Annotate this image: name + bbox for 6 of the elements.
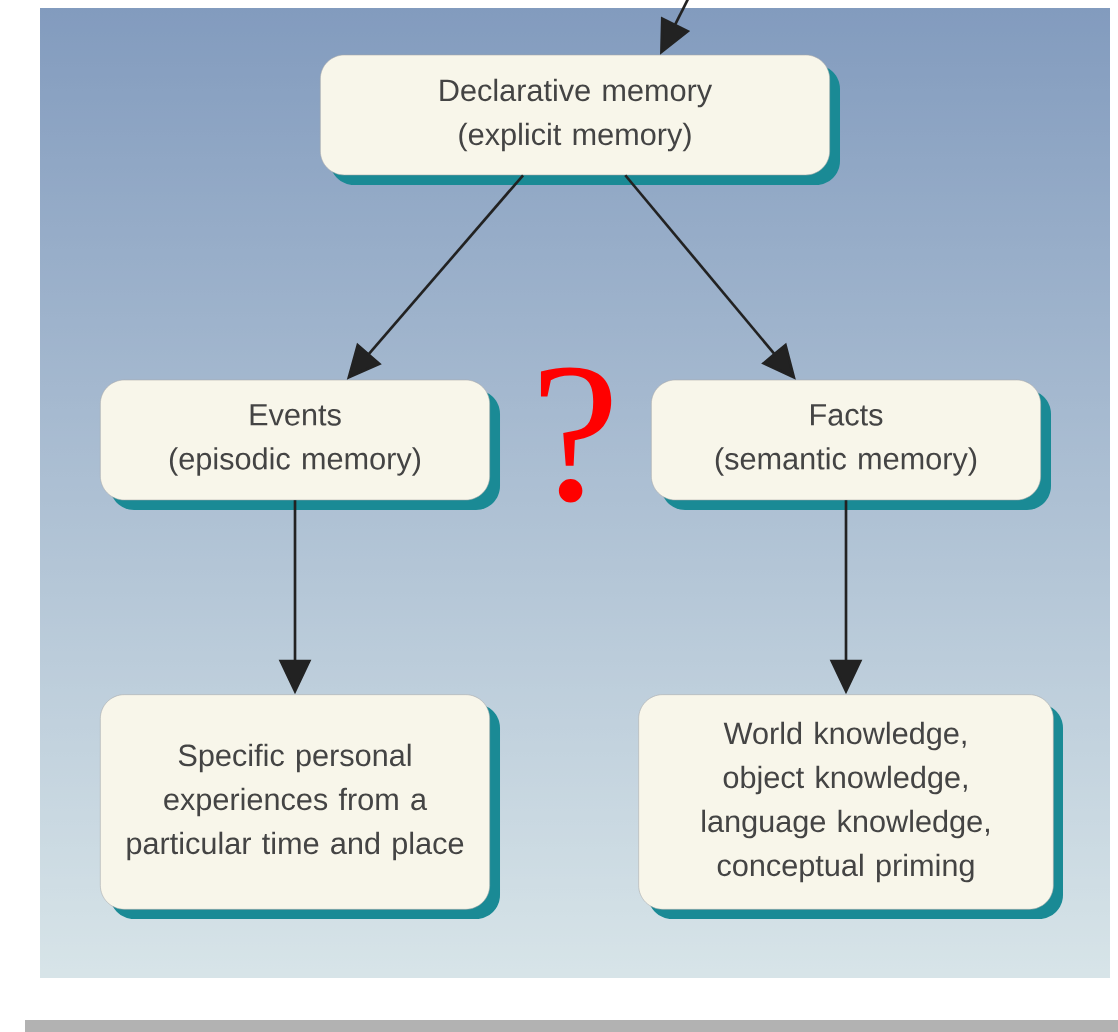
memory-box: Facts (semantic memory) (651, 379, 1051, 510)
memory-box: Events (episodic memory) (100, 379, 500, 510)
memory-box: Specific personal experiences from a particular time and place (100, 694, 500, 919)
memory-box: World knowledge, object knowledge, language knowledge, conceptual priming (638, 694, 1063, 919)
question-mark: ? (540, 367, 612, 503)
memory-box: Declarative memory (explicit memory) (320, 54, 840, 185)
